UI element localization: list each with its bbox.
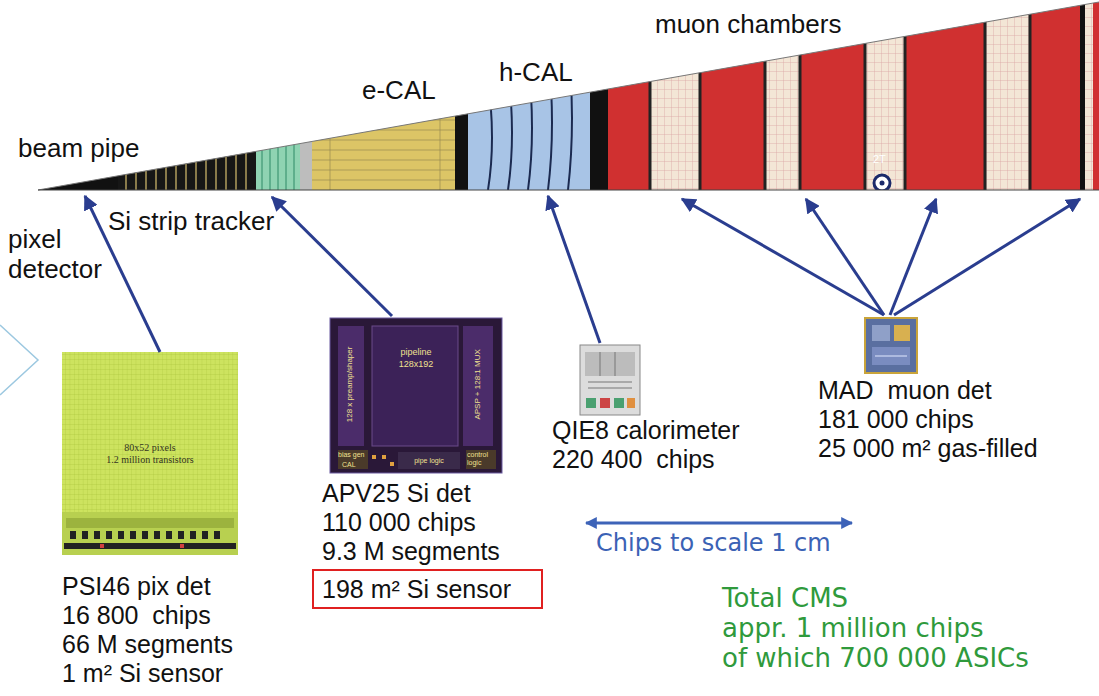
- chip-label: pipeline: [400, 348, 431, 358]
- wedge-edge: [38, 2, 1099, 190]
- highlight-box: 198 m² Si sensor: [312, 569, 543, 609]
- chip-label: 1.2 million transistors: [106, 454, 194, 465]
- caption-text: appr. 1 million chips: [722, 614, 984, 644]
- region-label: pixel detector: [8, 224, 108, 284]
- caption-text: 110 000 chips: [322, 508, 476, 537]
- wedge-base: [38, 190, 1099, 191]
- caption-text: 66 M segments: [62, 630, 233, 659]
- chip-label: control logic: [467, 451, 499, 466]
- region-label: e-CAL: [362, 76, 436, 106]
- apv25-chip-art: [330, 318, 502, 473]
- caption-text: 181 000 chips: [818, 405, 974, 434]
- caption-text: Total CMS: [722, 584, 848, 614]
- caption-text: PSI46 pix det: [62, 572, 211, 601]
- caption-text: QIE8 calorimeter: [552, 416, 740, 445]
- caption-text: 220 400 chips: [552, 445, 715, 474]
- chip-block-label: 128 x preamp/shaper: [347, 346, 356, 422]
- caption-text: APV25 Si det: [322, 479, 471, 508]
- chip-label: pipe logic: [414, 457, 444, 465]
- chip-label: 128x192: [399, 360, 434, 370]
- region-label: muon chambers: [655, 10, 841, 40]
- caption-text: 1 m² Si sensor: [62, 659, 223, 688]
- scale-arrow: [586, 522, 852, 525]
- detector-wedge: [38, 0, 1099, 191]
- caption-text: Chips to scale 1 cm: [596, 530, 831, 558]
- psi46-chip-art: [62, 352, 238, 555]
- chip-image: pipeline 128x192 128 x preamp/shaper APSP +…: [330, 318, 502, 473]
- qie8-chip-art: [580, 345, 640, 415]
- region-label: beam pipe: [18, 134, 139, 164]
- caption-text: MAD muon det: [818, 376, 992, 405]
- chip-label: CAL: [342, 461, 356, 469]
- chip-block-label: APSP + 128:1 MUX: [474, 349, 483, 419]
- field-label: 2T: [873, 153, 886, 166]
- chip-image: 80x52 pixels1.2 million transistors: [62, 352, 238, 555]
- chip-label: bias gen: [338, 451, 364, 459]
- chevron: [0, 325, 38, 395]
- box-text: 198 m² Si sensor: [322, 574, 533, 604]
- chip-label: 80x52 pixels: [124, 442, 175, 453]
- region-label: Si strip tracker: [108, 207, 274, 237]
- mad-chip-art: [865, 318, 917, 373]
- region-label: h-CAL: [499, 58, 573, 88]
- caption-text: 9.3 M segments: [322, 537, 500, 566]
- caption-text: 16 800 chips: [62, 601, 211, 630]
- caption-text: 25 000 m² gas-filled: [818, 434, 1038, 463]
- caption-text: of which 700 000 ASICs: [722, 644, 1029, 674]
- leader-arrows: [85, 196, 1080, 352]
